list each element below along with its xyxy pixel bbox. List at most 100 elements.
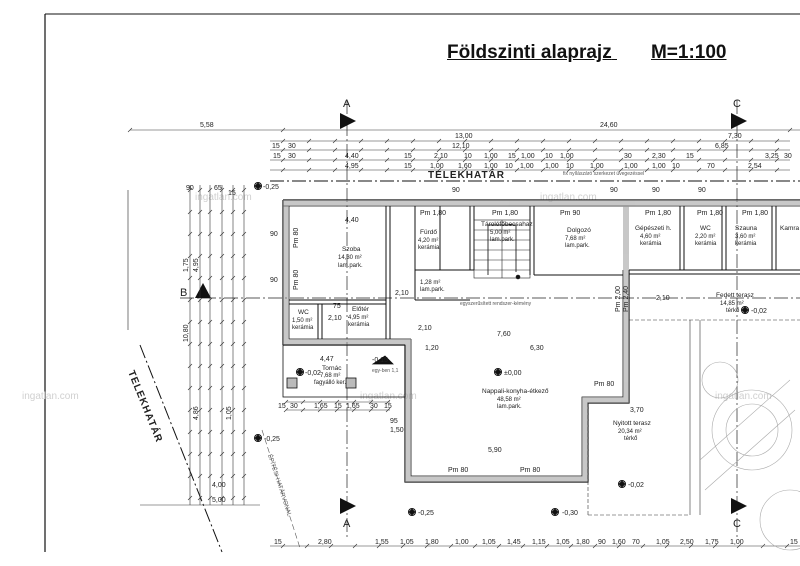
- dims-row5: 4,95 15 1,00 1,60 1,00 10 1,00 1,00 10 1…: [345, 163, 762, 170]
- dimension-tick: [358, 167, 364, 173]
- building-line-label: ÉPÍTÉSI HATÁRVONAL: [266, 453, 293, 517]
- svg-text:48,58 m²: 48,58 m²: [497, 397, 521, 403]
- dimension-tick: [358, 157, 364, 163]
- svg-text:2,10: 2,10: [434, 153, 448, 160]
- room-furdo: Fürdő 4,20 m² kerámia: [418, 229, 440, 251]
- dimension-tick: [187, 473, 193, 479]
- dimension-tick: [592, 543, 598, 549]
- svg-text:90: 90: [270, 231, 278, 238]
- dimension-tick: [514, 157, 520, 163]
- dimension-tick: [241, 319, 247, 325]
- svg-text:70: 70: [632, 539, 640, 546]
- svg-text:kerámia: kerámia: [695, 241, 717, 247]
- dimension-tick: [197, 363, 203, 369]
- dimension-tick: [385, 399, 391, 405]
- veranda-outline: [282, 344, 406, 398]
- dimension-tick: [306, 138, 312, 144]
- dimension-tick: [230, 209, 236, 215]
- dimension-tick: [618, 138, 624, 144]
- svg-text:Gépészeti h.: Gépészeti h.: [635, 225, 672, 232]
- dimension-tick: [230, 187, 236, 193]
- dimension-tick: [618, 147, 624, 153]
- dimension-tick: [187, 275, 193, 281]
- svg-text:C: C: [733, 518, 741, 530]
- dimension-tick: [197, 187, 203, 193]
- dimension-tick: [722, 157, 728, 163]
- dimension-tick: [748, 167, 754, 173]
- dimension-tick: [219, 385, 225, 391]
- dimension-tick: [384, 147, 390, 153]
- dimension-tick: [384, 167, 390, 173]
- room-kamra: Kamra: [780, 225, 800, 232]
- svg-text:Szauna: Szauna: [735, 225, 757, 232]
- svg-text:4,95 m²: 4,95 m²: [348, 315, 368, 321]
- dimension-tick: [241, 407, 247, 413]
- dimension-tick: [368, 407, 374, 413]
- svg-text:Fürdő: Fürdő: [420, 229, 437, 236]
- dimension-tick: [280, 543, 286, 549]
- svg-text:14,30 m²: 14,30 m²: [338, 255, 362, 261]
- svg-text:1,15: 1,15: [532, 539, 546, 546]
- dimension-tick: [197, 451, 203, 457]
- svg-text:1,55: 1,55: [375, 539, 389, 546]
- svg-text:15: 15: [404, 153, 412, 160]
- bottom-dim-labels: 15 2,80 1,55 1,05 1,80 1,00 1,05 1,45 1,…: [212, 482, 798, 546]
- dimension-tick: [592, 157, 598, 163]
- svg-text:6,30: 6,30: [530, 345, 544, 352]
- svg-text:1,80: 1,80: [576, 539, 590, 546]
- dimension-tick: [774, 138, 780, 144]
- svg-text:1,00: 1,00: [430, 163, 444, 170]
- dimension-tick: [230, 451, 236, 457]
- pm-labels: Pm 1,80 Pm 1,80 Pm 90 Pm 1,80 Pm 1,80 Pm…: [293, 210, 768, 474]
- svg-text:2,80: 2,80: [318, 539, 332, 546]
- svg-text:1,00: 1,00: [652, 163, 666, 170]
- dimension-tick: [520, 543, 526, 549]
- svg-text:7,68 m²: 7,68 m²: [320, 373, 340, 379]
- dimension-tick: [187, 187, 193, 193]
- svg-text:1,00: 1,00: [484, 163, 498, 170]
- svg-text:Pm 80: Pm 80: [594, 381, 614, 388]
- property-line-left-label: TELEKHATÁR: [125, 368, 166, 444]
- dimension-tick: [207, 473, 213, 479]
- dims-row4: 15 30 4,40 15 2,10 10 1,00 15 1,00 10 1,…: [273, 153, 792, 160]
- dimension-tick: [187, 341, 193, 347]
- svg-text:WC: WC: [700, 225, 711, 232]
- svg-text:1,28 m²: 1,28 m²: [420, 280, 440, 286]
- svg-text:75: 75: [333, 303, 341, 310]
- svg-text:Pm 90: Pm 90: [560, 210, 580, 217]
- dimension-tick: [241, 363, 247, 369]
- dimension-tick: [566, 157, 572, 163]
- svg-text:90: 90: [186, 185, 194, 192]
- svg-text:2,50: 2,50: [680, 539, 694, 546]
- svg-text:±0,00: ±0,00: [504, 370, 522, 377]
- svg-text:30: 30: [288, 153, 296, 160]
- svg-text:2,10: 2,10: [395, 290, 409, 297]
- svg-text:1,80: 1,80: [425, 539, 439, 546]
- dimension-tick: [187, 495, 193, 501]
- dimension-tick: [696, 147, 702, 153]
- svg-text:4,47: 4,47: [320, 356, 334, 363]
- svg-text:Pm 80: Pm 80: [293, 228, 300, 248]
- dimension-tick: [187, 319, 193, 325]
- section-marker-c-bottom: C: [731, 498, 747, 530]
- svg-text:2,10: 2,10: [328, 315, 342, 322]
- top-vent-note: fix nyílászáró szerkezet üvegezéssel: [563, 171, 644, 177]
- svg-text:-0,15: -0,15: [372, 357, 388, 364]
- svg-text:1,75: 1,75: [183, 258, 190, 272]
- dimension-tick: [358, 147, 364, 153]
- dimension-tick: [376, 543, 382, 549]
- dimension-tick: [207, 407, 213, 413]
- dimension-tick: [197, 341, 203, 347]
- svg-text:1,00: 1,00: [560, 153, 574, 160]
- svg-text:1,05: 1,05: [400, 539, 414, 546]
- dimension-tick: [774, 147, 780, 153]
- dimension-tick: [207, 363, 213, 369]
- svg-text:kerámia: kerámia: [292, 325, 314, 331]
- dimension-tick: [462, 167, 468, 173]
- dimension-tick: [462, 157, 468, 163]
- dimension-tick: [774, 157, 780, 163]
- dimension-tick: [219, 407, 225, 413]
- room-wc2: WC 2,20 m² kerámia: [695, 225, 717, 247]
- eloter-post-note: egy-ben 1,1: [372, 368, 399, 374]
- svg-text:Pm 80: Pm 80: [448, 467, 468, 474]
